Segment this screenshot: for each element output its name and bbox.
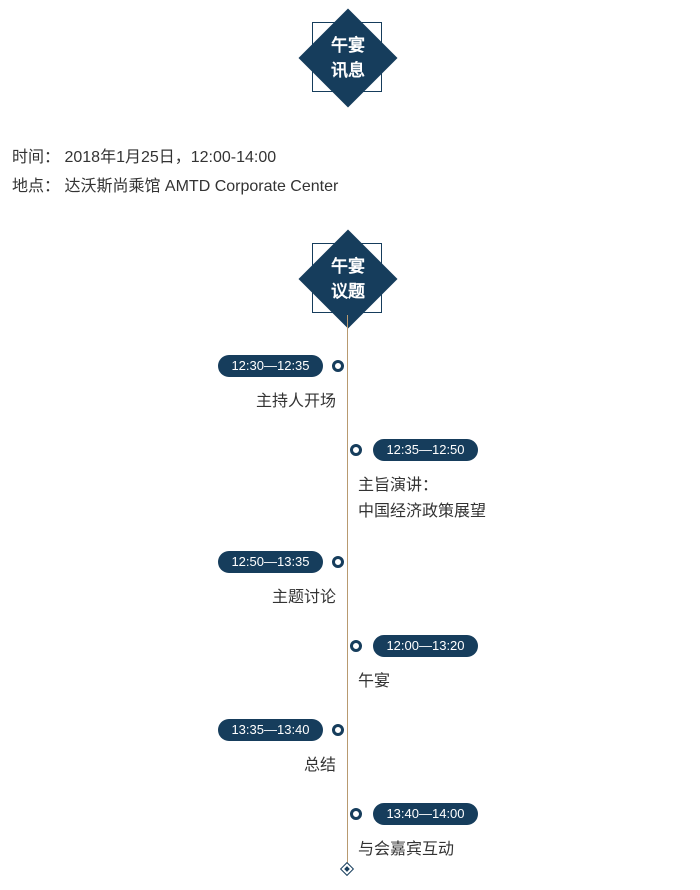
header-line1: 午宴 — [331, 257, 365, 276]
place-label: 地点： — [12, 178, 61, 195]
info-time: 时间： 2018年1月25日，12:00-14:00 — [12, 143, 276, 167]
timeline-end-diamond-icon — [339, 861, 355, 877]
timeline-dot — [350, 444, 362, 456]
timeline-dot — [332, 360, 344, 372]
time-label: 时间： — [12, 149, 61, 166]
section-header-lunch-info: 午宴讯息 — [298, 8, 398, 108]
time-pill: 12:50—13:35 — [218, 551, 323, 573]
timeline-dot — [350, 640, 362, 652]
agenda-title: 与会嘉宾互动 — [358, 841, 455, 858]
agenda-title-line1: 主旨演讲： — [358, 477, 439, 494]
time-pill: 12:35—12:50 — [373, 439, 478, 461]
time-pill: 12:30—12:35 — [218, 355, 323, 377]
header-line2: 议题 — [331, 282, 365, 301]
place-value: 达沃斯尚乘馆 AMTD Corporate Center — [64, 178, 339, 195]
agenda-title: 主持人开场 — [255, 393, 336, 410]
timeline-line — [347, 315, 348, 865]
agenda-title: 午宴 — [358, 673, 391, 690]
agenda-title: 主旨演讲： 中国经济政策展望 — [358, 473, 486, 525]
time-pill: 13:35—13:40 — [218, 719, 323, 741]
time-pill: 12:00—13:20 — [373, 635, 478, 657]
timeline-dot — [332, 556, 344, 568]
agenda-title: 主题讨论 — [271, 589, 336, 606]
info-place: 地点： 达沃斯尚乘馆 AMTD Corporate Center — [12, 172, 338, 196]
time-pill: 13:40—14:00 — [373, 803, 478, 825]
section-header-agenda: 午宴议题 — [298, 229, 398, 329]
timeline-dot — [332, 724, 344, 736]
header-line2: 讯息 — [331, 61, 365, 80]
timeline-dot — [350, 808, 362, 820]
time-value: 2018年1月25日，12:00-14:00 — [64, 149, 277, 166]
agenda-title-line2: 中国经济政策展望 — [358, 503, 487, 520]
agenda-title: 总结 — [303, 757, 336, 774]
header-line1: 午宴 — [331, 36, 365, 55]
